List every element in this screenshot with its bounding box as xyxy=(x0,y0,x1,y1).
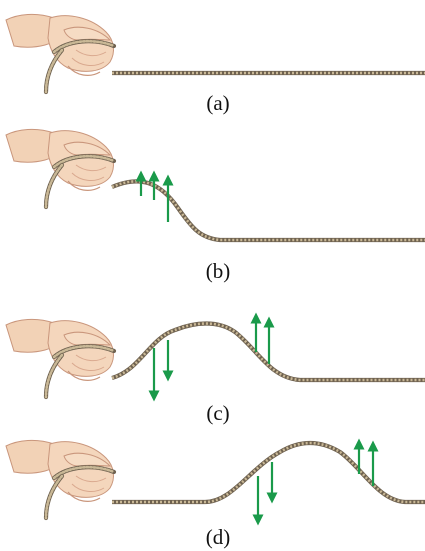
hand-icon xyxy=(6,319,114,397)
panel-b: (b) xyxy=(6,129,425,283)
panel-label-a: (a) xyxy=(206,91,229,115)
panel-d: (d) xyxy=(6,440,425,549)
panel-label-c: (c) xyxy=(206,401,229,425)
panel-label-b: (b) xyxy=(206,259,231,283)
panel-label-d: (d) xyxy=(206,525,231,549)
hand-icon xyxy=(6,129,114,207)
hand-icon xyxy=(6,14,114,92)
rope xyxy=(112,443,425,502)
panel-c: (c) xyxy=(6,318,425,425)
rope-texture xyxy=(112,443,425,502)
hand-icon xyxy=(6,440,114,518)
rope xyxy=(112,181,425,240)
panel-a: (a) xyxy=(6,14,425,115)
